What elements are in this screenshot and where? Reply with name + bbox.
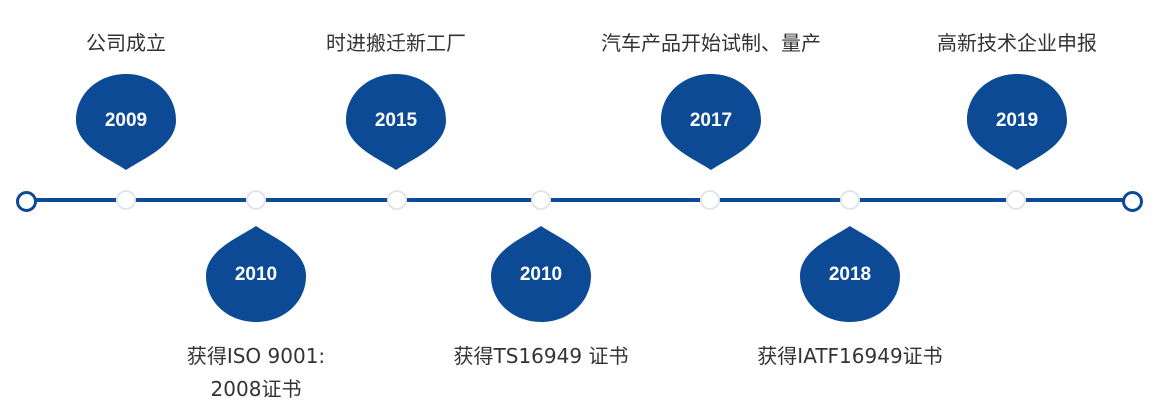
timeline-tick-dot — [116, 190, 136, 210]
milestone-caption: 获得IATF16949证书 — [757, 344, 943, 368]
milestone-caption: 汽车产品开始试制、量产 — [601, 31, 821, 55]
year-marker-shape — [76, 74, 176, 170]
timeline-tick-dot — [246, 190, 266, 210]
year-marker: 2015 — [346, 72, 446, 172]
year-marker-shape — [346, 74, 446, 170]
year-label: 2019 — [995, 110, 1039, 131]
milestone-caption: 获得ISO 9001:2008证书 — [186, 344, 326, 401]
year-label: 2009 — [104, 110, 148, 131]
timeline-tick-dot — [531, 190, 551, 210]
milestone-caption: 公司成立 — [86, 31, 166, 55]
year-marker: 2018 — [800, 224, 900, 324]
year-marker-shape — [800, 226, 900, 322]
year-label: 2015 — [374, 110, 418, 131]
timeline-tick-dot — [700, 190, 720, 210]
timeline-end-dot — [1122, 191, 1143, 212]
year-marker-shape — [661, 74, 761, 170]
timeline-tick-dot — [387, 190, 407, 210]
year-label: 2017 — [689, 110, 733, 131]
timeline-start-dot — [16, 191, 37, 212]
milestone-caption: 时进搬迁新工厂 — [326, 31, 466, 55]
year-marker: 2009 — [76, 72, 176, 172]
milestone-caption: 高新技术企业申报 — [937, 31, 1097, 55]
year-marker-shape — [967, 74, 1067, 170]
timeline-tick-dot — [840, 190, 860, 210]
year-label: 2010 — [234, 264, 278, 285]
timeline-axis — [25, 198, 1132, 202]
milestone-caption: 获得TS16949 证书 — [453, 344, 629, 368]
year-label: 2018 — [828, 264, 872, 285]
year-marker: 2017 — [661, 72, 761, 172]
year-marker-shape — [491, 226, 591, 322]
year-marker: 2010 — [491, 224, 591, 324]
timeline-tick-dot — [1006, 190, 1026, 210]
year-marker-shape — [206, 226, 306, 322]
year-marker: 2019 — [967, 72, 1067, 172]
year-label: 2010 — [519, 264, 563, 285]
year-marker: 2010 — [206, 224, 306, 324]
